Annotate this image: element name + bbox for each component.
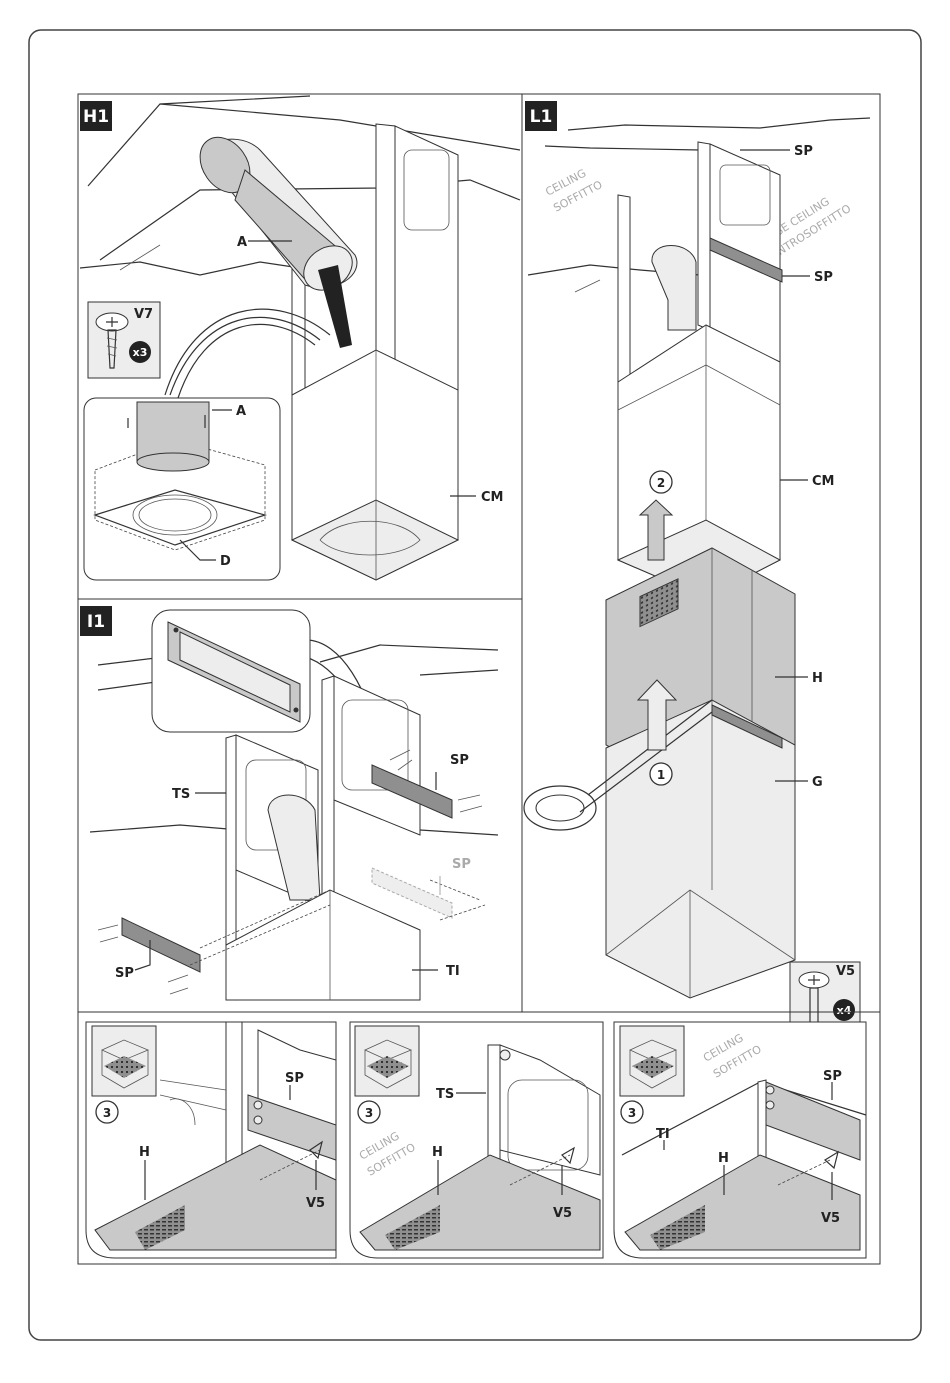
l1-step-2: 2: [657, 476, 665, 490]
panel-tag-h1: H1: [83, 107, 109, 127]
l1-step-1: 1: [657, 768, 665, 782]
detail1-step: 3: [103, 1106, 111, 1120]
label-ts-detail2: TS: [436, 1087, 454, 1102]
h1-screw-count: x3: [133, 346, 148, 359]
label-sp-l1-mid: SP: [814, 270, 833, 285]
label-g-l1: G: [812, 775, 823, 790]
label-sp-detail1: SP: [285, 1071, 304, 1086]
label-ti-detail3: TI: [656, 1127, 670, 1142]
panel-i1: I1 SP SP SP TS TI: [78, 599, 522, 1012]
l1-screw-code: V5: [836, 964, 855, 979]
detail3-step: 3: [628, 1106, 636, 1120]
label-d: D: [220, 554, 231, 569]
l1-screw-count: x4: [837, 1004, 852, 1017]
label-h-detail3: H: [718, 1151, 729, 1166]
label-a-inset: A: [236, 404, 246, 419]
detail-1: 3 SP H V5: [86, 1022, 336, 1258]
detail-2: CEILING SOFFITTO 3 TS H V5: [350, 1022, 603, 1258]
detail2-step: 3: [365, 1106, 373, 1120]
label-sp-i1-left: SP: [115, 966, 134, 981]
label-h-detail1: H: [139, 1145, 150, 1160]
detail-3: CEILING SOFFITTO 3 SP TI H V5: [614, 1022, 866, 1258]
panel-tag-i1: I1: [87, 612, 105, 632]
label-v5-detail3: V5: [821, 1211, 840, 1226]
label-h-detail2: H: [432, 1145, 443, 1160]
panel-h1: H1 V7 x3 A A CM D: [78, 94, 522, 599]
panel-tag-l1: L1: [530, 107, 553, 127]
label-sp-i1-ghost: SP: [452, 857, 471, 872]
label-v5-detail2: V5: [553, 1206, 572, 1221]
label-sp-l1-top: SP: [794, 144, 813, 159]
h1-screw-code: V7: [134, 307, 153, 322]
chimney-lower-g: [606, 700, 795, 998]
label-cm-l1: CM: [812, 474, 834, 489]
label-sp-detail3: SP: [823, 1069, 842, 1084]
label-sp-i1-upper: SP: [450, 753, 469, 768]
label-h-l1: H: [812, 671, 823, 686]
label-ts-i1: TS: [172, 787, 190, 802]
label-v5-detail1: V5: [306, 1196, 325, 1211]
label-a-top: A: [237, 235, 247, 250]
panel-l1: CEILING SOFFITTO FALSE CEILING CONTROSOF…: [522, 94, 880, 1032]
label-cm-h1: CM: [481, 490, 503, 505]
label-ti-i1: TI: [446, 964, 460, 979]
